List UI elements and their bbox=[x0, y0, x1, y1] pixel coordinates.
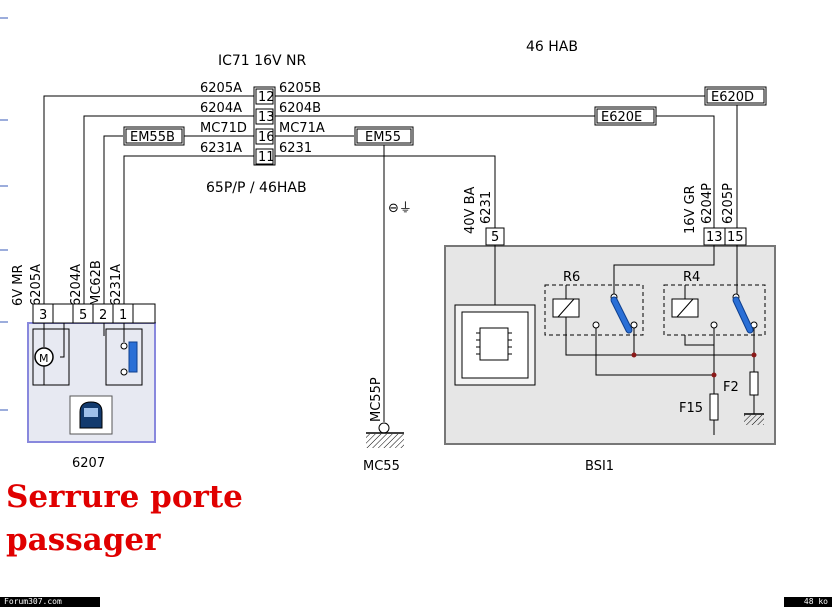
fuse-f2 bbox=[749, 371, 759, 396]
bridge-right-label: 6205B bbox=[279, 81, 321, 96]
footer-size: 48 ko bbox=[784, 597, 832, 607]
bridge-left-label: 6231A bbox=[200, 141, 242, 156]
svg-text:E620E: E620E bbox=[601, 110, 642, 125]
lock-wire-label: MC62B bbox=[89, 260, 104, 306]
bsi-conn1-wire: 6231 bbox=[479, 191, 494, 224]
bridge-pin: 16 bbox=[258, 130, 275, 145]
svg-text:E620D: E620D bbox=[711, 90, 754, 105]
svg-text:EM55B: EM55B bbox=[130, 130, 175, 145]
lock-connector-label: 6V MR bbox=[11, 264, 26, 306]
page-margin-ticks bbox=[0, 17, 8, 411]
door-lock-component: 3 5 2 1 M 6207 bbox=[27, 303, 156, 471]
bridge-left-label: MC71D bbox=[200, 121, 247, 136]
bridge-pin: 12 bbox=[258, 90, 275, 105]
wires bbox=[43, 95, 766, 422]
bridge-connector: 12 13 16 11 bbox=[253, 86, 276, 166]
bridge-pin: 13 bbox=[258, 110, 275, 125]
footer-site: Forum307.com bbox=[0, 597, 100, 607]
bridge-left-label: 6204A bbox=[200, 101, 242, 116]
splice-em55b: EM55B bbox=[123, 126, 185, 146]
svg-text:R6: R6 bbox=[563, 270, 580, 285]
top-label: 46 HAB bbox=[526, 39, 578, 55]
splice-e620d: E620D bbox=[704, 86, 767, 106]
lock-pin: 1 bbox=[119, 308, 127, 323]
bsi-conn2-label: 16V GR bbox=[683, 185, 698, 234]
svg-text:M: M bbox=[39, 352, 49, 365]
bsi-pin: 15 bbox=[727, 230, 744, 245]
relay-r6 bbox=[544, 284, 644, 336]
splice-em55: EM55 bbox=[354, 126, 414, 146]
switch-contact-icon bbox=[128, 341, 138, 373]
relay-r4 bbox=[663, 284, 766, 336]
lock-pin: 2 bbox=[99, 308, 107, 323]
bridge-label: 65P/P / 46HAB bbox=[206, 180, 307, 196]
bridge-right-label: 6231 bbox=[279, 141, 312, 156]
bsi-pin: 13 bbox=[706, 230, 723, 245]
svg-text:MC55P: MC55P bbox=[369, 377, 384, 422]
connector-title: IC71 16V NR bbox=[218, 53, 306, 69]
bsi-unit: 5 13 15 R6 R4 bbox=[444, 227, 776, 445]
fuse-f15 bbox=[709, 393, 719, 421]
bsi-id-label: BSI1 bbox=[585, 459, 614, 474]
bridge-right-label: MC71A bbox=[279, 121, 325, 136]
lock-wire-label: 6231A bbox=[109, 264, 124, 306]
svg-text:F15: F15 bbox=[679, 401, 703, 416]
bsi-conn1-label: 40V BA bbox=[463, 187, 478, 234]
bridge-right-label: 6204B bbox=[279, 101, 321, 116]
bsi-conn2-wire: 6204P bbox=[700, 183, 715, 224]
lock-id-label: 6207 bbox=[72, 456, 105, 471]
ground-symbol: ⊖⏚ bbox=[388, 201, 412, 216]
bridge-left-label: 6205A bbox=[200, 81, 242, 96]
bsi-conn2-wire: 6205P bbox=[721, 183, 736, 224]
caption-line-2: passager bbox=[6, 522, 161, 558]
lock-pin: 3 bbox=[39, 308, 47, 323]
lock-wire-label: 6205A bbox=[29, 264, 44, 306]
lock-pin: 5 bbox=[79, 308, 87, 323]
bridge-pin: 11 bbox=[258, 150, 275, 165]
svg-text:MC55: MC55 bbox=[363, 459, 400, 474]
svg-text:F2: F2 bbox=[723, 380, 739, 395]
splice-e620e: E620E bbox=[594, 106, 657, 126]
bsi-pin: 5 bbox=[491, 230, 499, 245]
svg-text:R4: R4 bbox=[683, 270, 700, 285]
svg-text:EM55: EM55 bbox=[365, 130, 401, 145]
caption-line-1: Serrure porte bbox=[6, 479, 243, 515]
ground-point-mc55: MC55P MC55 bbox=[363, 377, 404, 474]
chip-icon bbox=[479, 327, 509, 361]
lock-wire-label: 6204A bbox=[69, 264, 84, 306]
